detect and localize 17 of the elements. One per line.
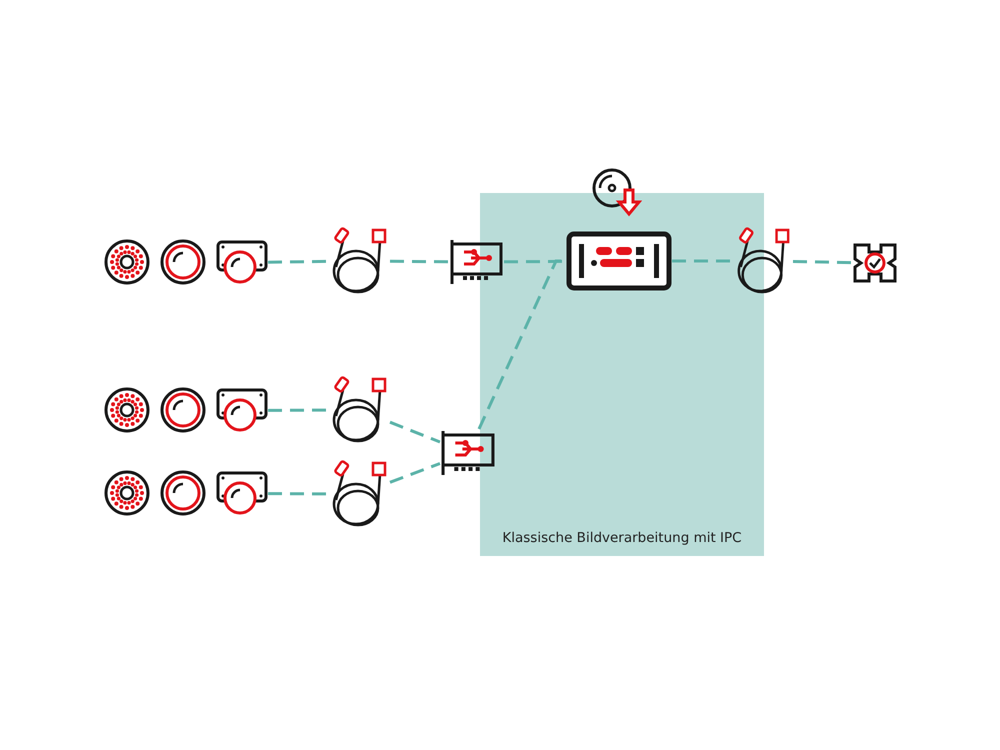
region-title: Klassische Bildverarbeitung mit IPC — [501, 530, 743, 546]
connector-line — [792, 260, 852, 264]
camera-icon — [216, 471, 268, 516]
connector-line — [672, 260, 733, 262]
connector-line — [268, 260, 328, 264]
connector-line — [389, 420, 441, 444]
inspection-result-icon — [852, 242, 898, 284]
camera-icon — [216, 388, 268, 433]
connector-line — [268, 408, 328, 412]
shaded-region — [480, 193, 764, 556]
connector-line — [268, 492, 328, 496]
industrial-pc-icon — [566, 231, 672, 291]
frame-grabber-card-icon — [440, 429, 496, 477]
frame-grabber-card-icon — [449, 238, 504, 286]
connector-line — [390, 260, 450, 264]
camera-icon — [216, 240, 268, 285]
connector-line — [389, 462, 441, 484]
